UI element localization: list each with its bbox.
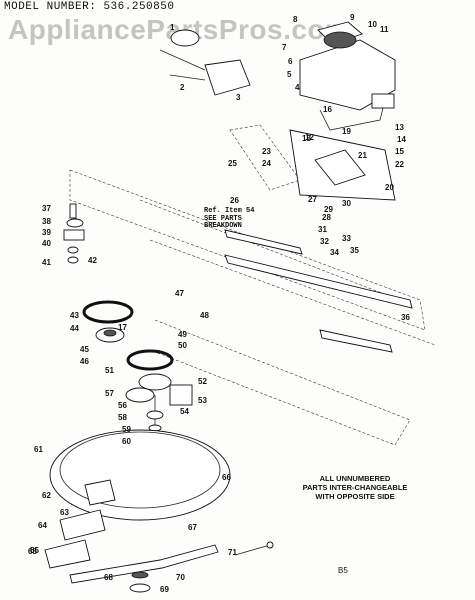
mounting-plate: [289, 129, 396, 201]
hardware-stack-left: [63, 203, 85, 264]
callout-2: 2: [180, 83, 185, 92]
callout-36: 36: [401, 313, 410, 322]
callout-1: 1: [170, 23, 175, 32]
callout-54: 54: [180, 407, 189, 416]
callout-34: 34: [330, 248, 339, 257]
callout-69: 69: [160, 585, 169, 594]
callout-27: 27: [308, 195, 317, 204]
callout-58: 58: [118, 413, 127, 422]
callout-19: 19: [342, 127, 351, 136]
callout-12: 12: [305, 133, 314, 142]
model-number-value: 536.250850: [103, 1, 175, 13]
callout-31: 31: [318, 225, 327, 234]
reference-line-2: SEE PARTS: [204, 214, 242, 223]
callout-20: 20: [385, 183, 394, 192]
callout-45: 45: [80, 345, 89, 354]
callout-3: 3: [236, 93, 241, 102]
cutting-blade: [69, 544, 219, 593]
callout-13: 13: [395, 123, 404, 132]
page-code: B5: [338, 566, 348, 575]
callout-40: 40: [42, 239, 51, 248]
model-number-header: MODEL NUMBER: 536.250850: [4, 1, 174, 13]
callout-labels: 1 2 3 4 5 6 7 8 9 10 11 12 13 14 15 16 1…: [28, 13, 410, 594]
callout-62: 62: [42, 491, 51, 500]
callout-38: 38: [42, 217, 51, 226]
callout-22: 22: [395, 160, 404, 169]
callout-4: 4: [295, 83, 300, 92]
callout-70: 70: [176, 573, 185, 582]
callout-32: 32: [320, 237, 329, 246]
callout-9: 9: [350, 13, 355, 22]
callout-17: 17: [118, 323, 127, 332]
callout-6: 6: [288, 57, 293, 66]
callout-7: 7: [282, 43, 287, 52]
note-line-3: WITH OPPOSITE SIDE: [315, 492, 395, 501]
note-line-2: PARTS INTER-CHANGEABLE: [302, 483, 408, 492]
callout-35: 35: [350, 246, 359, 255]
callout-55: 55: [30, 546, 39, 555]
callout-24: 24: [262, 159, 271, 168]
callout-5: 5: [287, 70, 292, 79]
callout-44: 44: [70, 324, 79, 333]
callout-60: 60: [122, 437, 131, 446]
callout-25: 25: [228, 159, 237, 168]
callout-68: 68: [104, 573, 113, 582]
callout-59: 59: [122, 425, 131, 434]
callout-18: 18: [302, 134, 311, 143]
belt-and-pulleys: [82, 300, 174, 391]
callout-48: 48: [200, 311, 209, 320]
callout-57: 57: [105, 389, 114, 398]
callout-26: 26: [230, 196, 239, 205]
callout-51: 51: [105, 366, 114, 375]
engine-assembly: [299, 21, 396, 131]
callout-46: 46: [80, 357, 89, 366]
control-bracket: [159, 29, 251, 96]
frame-outline: [69, 124, 436, 446]
interchangeable-parts-note: ALL UNNUMBERED PARTS INTER-CHANGEABLE WI…: [300, 474, 410, 501]
callout-30: 30: [342, 199, 351, 208]
callout-53: 53: [198, 396, 207, 405]
note-line-1: ALL UNNUMBERED: [319, 474, 391, 483]
callout-47: 47: [175, 289, 184, 298]
frame-rail: [224, 229, 413, 353]
linkage-rod: [234, 541, 274, 556]
callout-71: 71: [228, 548, 237, 557]
reference-line-3: BREAKDOWN: [204, 222, 242, 230]
callout-42: 42: [88, 256, 97, 265]
callout-56: 56: [118, 401, 127, 410]
callout-28: 28: [322, 213, 331, 222]
mower-deck-housing: [44, 429, 231, 569]
reference-line-1: Ref. Item 54: [204, 207, 255, 215]
callout-15: 15: [395, 147, 404, 156]
callout-37: 37: [42, 204, 51, 213]
callout-16: 16: [323, 105, 332, 114]
callout-63: 63: [60, 508, 69, 517]
model-number-label: MODEL NUMBER:: [4, 1, 97, 13]
callout-64: 64: [38, 521, 47, 530]
callout-61: 61: [34, 445, 43, 454]
callout-11: 11: [380, 25, 389, 34]
callout-50: 50: [178, 341, 187, 350]
callout-14: 14: [397, 135, 406, 144]
callout-10: 10: [368, 20, 377, 29]
callout-43: 43: [70, 311, 79, 320]
callout-33: 33: [342, 234, 351, 243]
callout-23: 23: [262, 147, 271, 156]
callout-41: 41: [42, 258, 51, 267]
callout-67: 67: [188, 523, 197, 532]
callout-8: 8: [293, 15, 298, 24]
callout-65: 65: [28, 547, 37, 556]
spindle-assembly: [125, 384, 193, 440]
callout-49: 49: [178, 330, 187, 339]
callout-21: 21: [358, 151, 367, 160]
reference-note: Ref. Item 54 SEE PARTS BREAKDOWN: [204, 207, 284, 231]
callout-52: 52: [198, 377, 207, 386]
callout-29: 29: [324, 205, 333, 214]
callout-39: 39: [42, 228, 51, 237]
callout-66: 66: [222, 473, 231, 482]
